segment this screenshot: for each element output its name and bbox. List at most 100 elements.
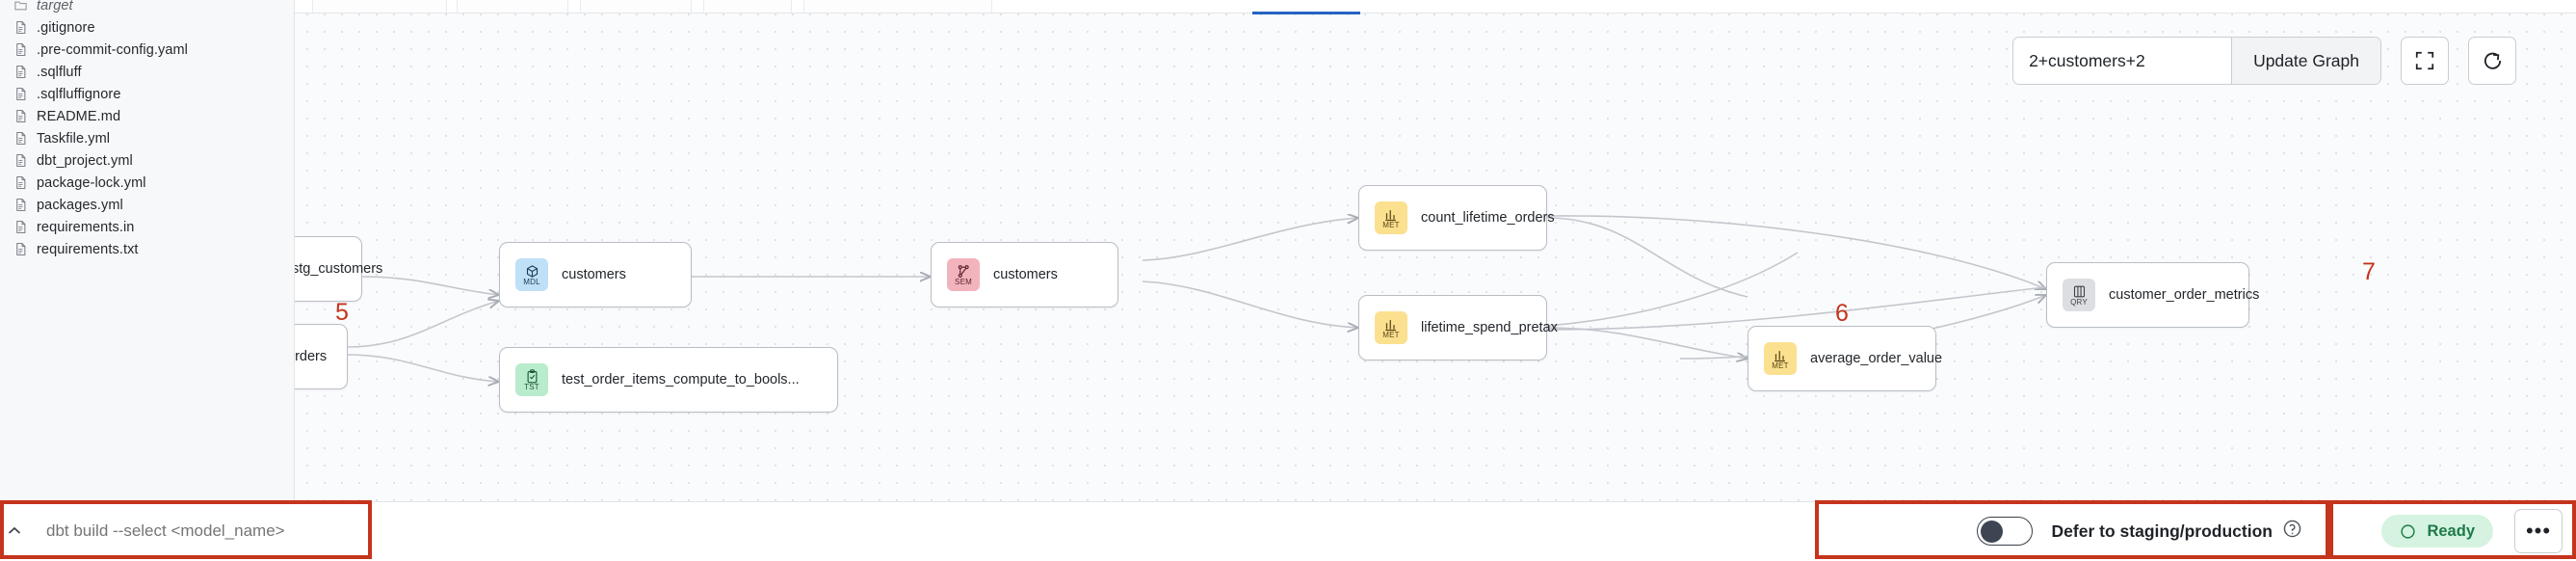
file-icon — [16, 43, 26, 56]
tab-sliver-4[interactable] — [703, 0, 792, 13]
file-icon — [16, 176, 26, 189]
graph-selector-input[interactable] — [2013, 38, 2232, 84]
query-icon — [2073, 285, 2085, 297]
badge-text: MET — [1772, 361, 1789, 370]
file-icon — [16, 110, 26, 122]
file-list-item[interactable]: package-lock.yml — [0, 172, 294, 194]
graph-node-customers-model[interactable]: MDL customers — [499, 242, 692, 307]
file-list-item[interactable]: requirements.txt — [0, 238, 294, 260]
sem-badge: SEM — [947, 258, 980, 291]
ellipsis-icon: ••• — [2525, 519, 2552, 543]
file-list-item[interactable]: target — [0, 0, 294, 16]
badge-text: MET — [1382, 220, 1400, 229]
node-label: customers — [993, 267, 1058, 282]
file-label: README.md — [37, 108, 121, 124]
file-icon — [16, 154, 26, 167]
met-badge: MET — [1375, 311, 1407, 344]
defer-toggle[interactable] — [1976, 517, 2033, 546]
badge-text: MET — [1382, 330, 1400, 339]
file-icon — [16, 221, 26, 233]
graph-toolbar: Update Graph — [2012, 37, 2516, 85]
tab-sliver-5[interactable] — [803, 0, 992, 13]
node-label: orders — [295, 349, 328, 364]
file-list-item[interactable]: .pre-commit-config.yaml — [0, 39, 294, 61]
active-tab-underline — [1252, 12, 1360, 14]
node-label: customers — [562, 267, 626, 282]
file-list: target .gitignore .pre-commit-config.yaml.… — [0, 0, 294, 260]
graph-node-test-order-items[interactable]: TST test_order_items_compute_to_bools... — [499, 347, 838, 413]
command-bar — [0, 501, 374, 561]
file-list-item[interactable]: dbt_project.yml — [0, 149, 294, 172]
badge-text: TST — [524, 382, 539, 391]
node-label: test_order_items_compute_to_bools... — [562, 372, 800, 387]
annotation-number-5: 5 — [335, 299, 349, 326]
met-badge: MET — [1764, 342, 1797, 375]
file-list-item[interactable]: Taskfile.yml — [0, 127, 294, 149]
dbt-command-input[interactable] — [29, 501, 374, 561]
file-list-item[interactable]: .sqlfluff — [0, 61, 294, 83]
met-badge: MET — [1375, 201, 1407, 234]
badge-text: SEM — [955, 277, 972, 286]
help-circle-icon[interactable] — [2282, 519, 2302, 544]
node-label: stg_customers — [295, 261, 383, 277]
file-label: requirements.txt — [37, 241, 139, 257]
chevron-up-button[interactable] — [0, 501, 29, 561]
tab-sliver-2[interactable] — [457, 0, 568, 13]
file-explorer-panel: target .gitignore .pre-commit-config.yaml.… — [0, 0, 295, 561]
annotation-number-7: 7 — [2362, 258, 2376, 285]
status-label: Ready — [2427, 521, 2475, 540]
semantic-icon — [958, 264, 969, 278]
graph-node-count-lifetime-orders[interactable]: MET count_lifetime_orders — [1358, 185, 1555, 251]
tab-sliver-1[interactable] — [312, 0, 447, 13]
more-options-button[interactable]: ••• — [2514, 509, 2563, 553]
clipboard-check-icon — [527, 368, 537, 383]
file-label: .pre-commit-config.yaml — [37, 41, 188, 58]
folder-icon — [14, 1, 27, 11]
graph-node-customers-semantic[interactable]: SEM customers — [931, 242, 1118, 307]
toggle-knob — [1980, 520, 2003, 543]
node-label: lifetime_spend_pretax — [1421, 320, 1558, 335]
status-circle-icon — [2401, 523, 2416, 539]
file-label: target — [37, 0, 73, 13]
file-label: .sqlfluff — [37, 64, 82, 80]
file-icon — [16, 66, 26, 78]
annotation-number-6: 6 — [1835, 300, 1849, 327]
graph-node-lifetime-spend-pretax[interactable]: MET lifetime_spend_pretax — [1358, 295, 1558, 361]
graph-node-average-order-value[interactable]: MET average_order_value — [1748, 326, 1942, 391]
defer-label: Defer to staging/production — [2051, 521, 2273, 541]
refresh-button[interactable] — [2468, 37, 2516, 85]
file-list-item[interactable]: .gitignore — [0, 16, 294, 39]
chevron-up-icon — [8, 526, 21, 534]
graph-node-stg-orders[interactable]: orders — [295, 324, 348, 389]
file-icon — [16, 243, 26, 255]
bottom-status-bar: Defer to staging/production Ready ••• — [0, 501, 2576, 561]
file-list-item[interactable]: .sqlfluffignore — [0, 83, 294, 105]
qry-badge: QRY — [2063, 279, 2095, 311]
file-icon — [16, 132, 26, 145]
file-list-item[interactable]: README.md — [0, 105, 294, 127]
file-label: dbt_project.yml — [37, 152, 133, 169]
file-icon — [16, 88, 26, 100]
file-icon — [16, 199, 26, 211]
fullscreen-button[interactable] — [2401, 37, 2449, 85]
graph-node-customer-order-metrics[interactable]: QRY customer_order_metrics — [2046, 262, 2259, 328]
update-graph-button[interactable]: Update Graph — [2231, 38, 2380, 84]
file-label: .sqlfluffignore — [37, 86, 121, 102]
file-list-item[interactable]: packages.yml — [0, 194, 294, 216]
file-list-item[interactable]: requirements.in — [0, 216, 294, 238]
tab-sliver-3[interactable] — [580, 0, 692, 13]
file-label: requirements.in — [37, 219, 135, 235]
node-label: count_lifetime_orders — [1421, 210, 1555, 226]
status-badge[interactable]: Ready — [2381, 515, 2493, 548]
node-label: customer_order_metrics — [2109, 287, 2260, 303]
node-label: average_order_value — [1810, 351, 1943, 366]
file-label: packages.yml — [37, 197, 123, 213]
badge-text: QRY — [2070, 297, 2088, 307]
cube-icon — [526, 264, 538, 278]
graph-node-stg-customers[interactable]: stg_customers — [295, 236, 382, 302]
file-icon — [16, 21, 26, 34]
mdl-badge: MDL — [515, 258, 548, 291]
lineage-graph-canvas[interactable]: stg_customers orders MDL customers — [295, 0, 2576, 561]
badge-text: MDL — [523, 277, 540, 286]
